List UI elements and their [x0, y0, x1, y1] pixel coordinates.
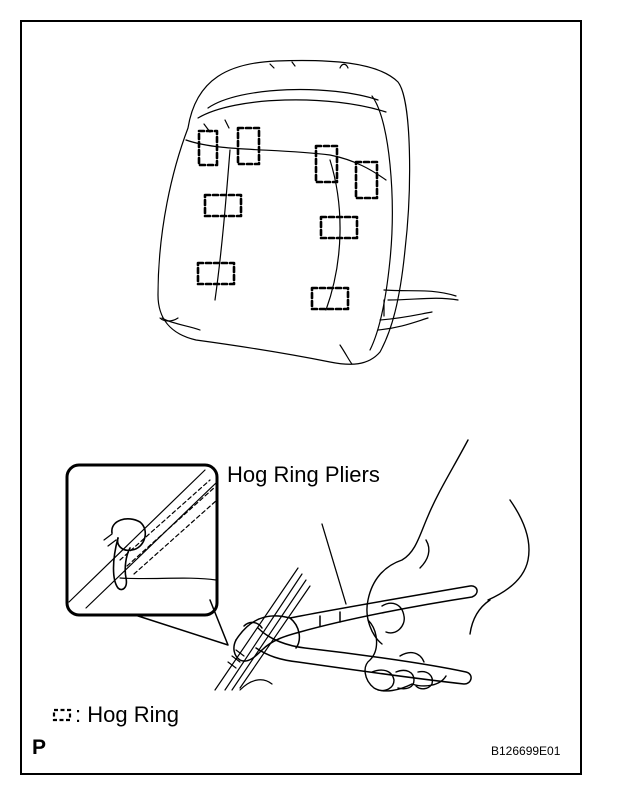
- hog-ring-marker-3: [314, 144, 339, 184]
- pliers-drawing: [233, 585, 478, 685]
- hand: [364, 439, 530, 692]
- hog-ring-marker-5: [203, 193, 243, 218]
- hog-ring-marker-6: [319, 215, 359, 240]
- view-letter: P: [32, 736, 47, 759]
- figure-code: B126699E01: [491, 744, 561, 758]
- hog-ring-marker-8: [310, 286, 350, 311]
- hog-ring-marker-4: [354, 160, 379, 200]
- pliers-leader-line: [321, 523, 347, 605]
- hog-ring-pliers-label: Hog Ring Pliers: [227, 462, 380, 487]
- dashed-bracket-icon: [52, 708, 72, 722]
- legend: : Hog Ring: [52, 702, 179, 728]
- hog-ring-markers: [196, 126, 379, 311]
- hog-ring-marker-1: [197, 129, 219, 167]
- detail-inset: [65, 463, 229, 646]
- figure-border: [20, 20, 582, 775]
- hog-ring-marker-2: [236, 126, 261, 166]
- fabric-strip: [214, 567, 311, 691]
- legend-label: : Hog Ring: [75, 702, 179, 727]
- seat-back: [157, 59, 459, 365]
- hog-ring-marker-7: [196, 261, 236, 286]
